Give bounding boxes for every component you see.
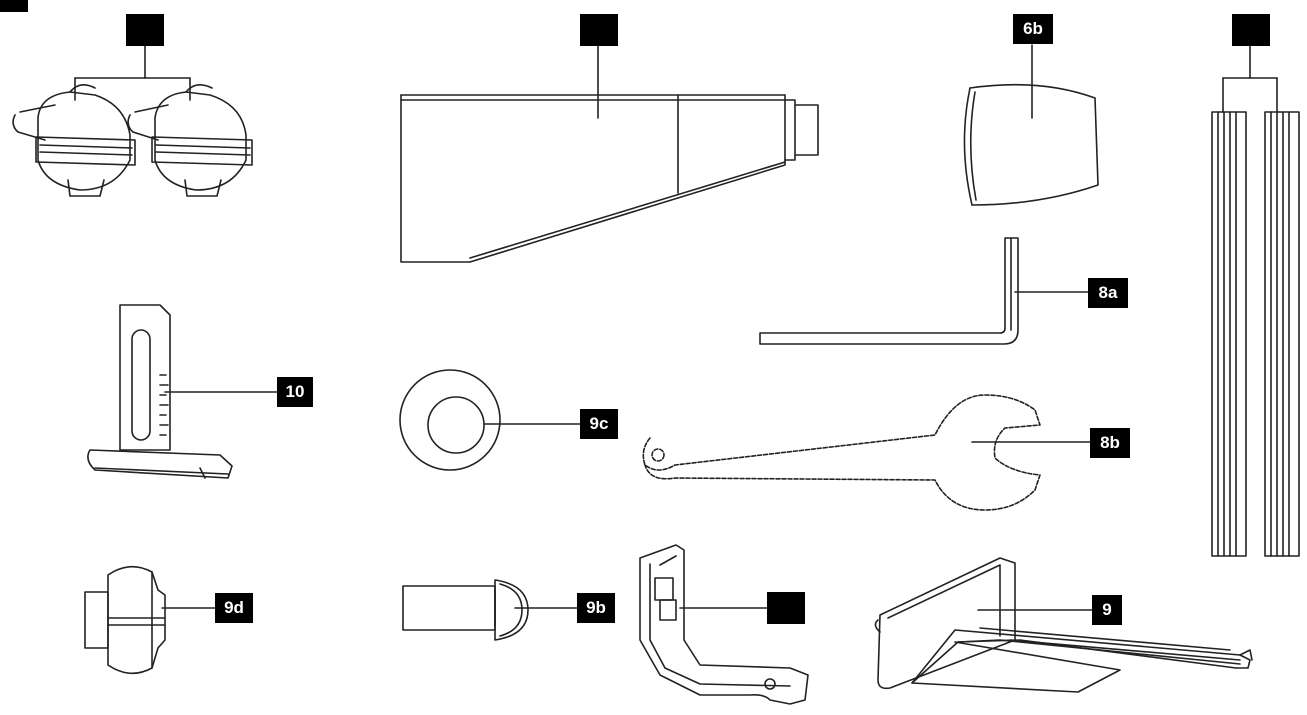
callout-box-nozzle <box>580 14 618 46</box>
rails-part <box>1211 44 1300 557</box>
label-9: 9 <box>1092 595 1122 625</box>
label-8a: 8a <box>1088 278 1128 308</box>
label-9b: 9b <box>577 593 615 623</box>
label-6b: 6b <box>1013 14 1053 44</box>
wrench-part-8b <box>642 394 1041 511</box>
label-8b: 8b <box>1090 428 1130 458</box>
guide-part-9 <box>874 557 1253 693</box>
bracket-part <box>639 544 809 705</box>
label-9d: 9d <box>215 593 253 623</box>
cone-part-6b <box>963 44 1099 206</box>
knob-part-9d <box>84 565 216 675</box>
callout-box-bracket <box>767 592 805 624</box>
callout-box-knobs <box>126 14 164 46</box>
nozzle-part <box>400 44 819 263</box>
hex-key-part-8a <box>759 237 1089 345</box>
washer-part-9c <box>399 369 581 471</box>
clamp-knobs-part <box>12 44 253 197</box>
callout-box-rails <box>1232 14 1270 46</box>
label-10: 10 <box>277 377 313 407</box>
bolt-part-9b <box>402 579 578 641</box>
depth-gauge-part-10 <box>87 304 278 479</box>
label-9c: 9c <box>580 409 618 439</box>
